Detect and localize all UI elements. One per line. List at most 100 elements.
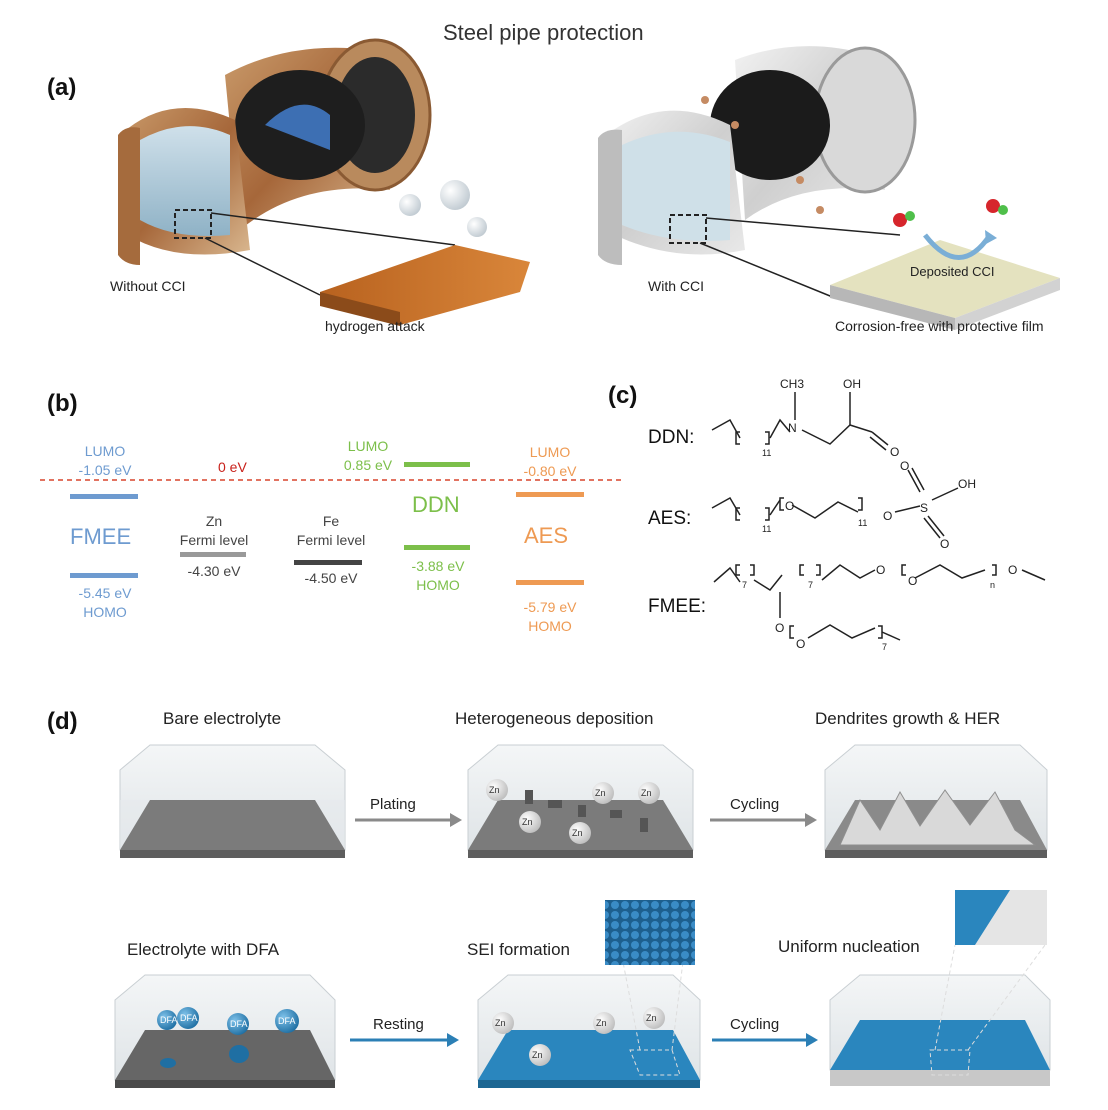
- ddn-methyl: CH3: [780, 377, 804, 391]
- panel-b-label: (b): [47, 390, 78, 417]
- zn-ion-2: Zn: [595, 788, 606, 798]
- rusted-plate: [320, 245, 530, 326]
- zn-fermi-value: -4.30 eV: [187, 563, 241, 579]
- inhibitor-molecule-icon: [893, 199, 1008, 227]
- dfa-2: DFA: [180, 1013, 198, 1023]
- fmee-lumo-label: LUMO-1.05 eV: [78, 443, 132, 478]
- dfa-molecules: DFA DFA DFA DFA: [157, 1007, 299, 1068]
- hydrogen-attack-caption: hydrogen attack: [325, 318, 425, 334]
- zn-ion-b1: Zn: [495, 1018, 506, 1028]
- rust-bubbles: [399, 180, 487, 237]
- zero-energy-line: [40, 479, 625, 481]
- sei-formation-title: SEI formation: [467, 940, 570, 959]
- cell-with-dfa: [114, 974, 336, 1088]
- aes-sub-1: 11: [762, 524, 771, 534]
- fmee-lumo-bar: [70, 494, 138, 499]
- bare-electrolyte-title: Bare electrolyte: [163, 709, 282, 728]
- cell-bare-electrolyte: [119, 744, 346, 858]
- zn-ion-1: Zn: [489, 785, 500, 795]
- ddn-name: DDN: [412, 492, 460, 517]
- zn-ion-b2: Zn: [596, 1018, 607, 1028]
- aes-o-bottom: O: [940, 537, 949, 551]
- fmee-sub-2: 7: [808, 580, 813, 590]
- resting-arrow-label: Resting: [373, 1016, 424, 1033]
- zn-ions-bottom: Zn Zn Zn Zn: [492, 1007, 665, 1066]
- panel-d-illustration: Zn Zn Zn Zn Zn DFA DFA DFA DFA: [114, 744, 1051, 1088]
- cycling-arrow-top: [805, 813, 817, 827]
- dfa-3: DFA: [230, 1019, 248, 1029]
- dfa-4: DFA: [278, 1016, 296, 1026]
- heterogeneous-deposition-title: Heterogeneous deposition: [455, 709, 654, 728]
- cycling-arrow-label-bottom: Cycling: [730, 1016, 780, 1033]
- zn-fermi-bar: [180, 552, 246, 557]
- aes-name: AES: [524, 523, 569, 548]
- resting-arrow: [447, 1033, 459, 1047]
- sei-zoom-inset: [605, 900, 695, 965]
- aes-lumo-bar: [516, 492, 584, 497]
- zn-ion-5: Zn: [572, 828, 583, 838]
- aes-sulfur: S: [920, 501, 928, 515]
- corrosion-free-caption: Corrosion-free with protective film: [835, 318, 1044, 334]
- ddn-lumo-bar: [404, 462, 470, 467]
- ddn-structure-label: DDN:: [648, 427, 695, 448]
- fmee-sub-1: 7: [742, 580, 747, 590]
- zero-ev-label: 0 eV: [218, 459, 247, 475]
- fmee-homo-bar: [70, 573, 138, 578]
- panel-a-label: (a): [47, 74, 77, 101]
- uniform-nucleation-title: Uniform nucleation: [778, 937, 920, 956]
- figure-title: Steel pipe protection: [443, 20, 644, 45]
- panel-a-illustration: [118, 38, 1060, 330]
- aes-structure-label: AES:: [648, 508, 692, 529]
- ddn-homo-bar: [404, 545, 470, 550]
- with-cci-caption: With CCI: [648, 278, 704, 294]
- deposited-cci-label: Deposited CCI: [910, 264, 995, 279]
- fmee-structure-label: FMEE:: [648, 596, 707, 617]
- cell-uniform-nucleation: [829, 890, 1051, 1086]
- aes-lumo-label: LUMO-0.80 eV: [523, 444, 577, 479]
- fe-fermi-value: -4.50 eV: [304, 570, 358, 586]
- electrolyte-with-dfa-title: Electrolyte with DFA: [127, 940, 280, 959]
- ddn-carbonyl-o: O: [890, 445, 899, 459]
- ddn-hydroxyl: OH: [843, 377, 861, 391]
- fmee-o-2: O: [908, 574, 917, 588]
- rusty-pipe: [118, 38, 432, 265]
- zn-ion-b4: Zn: [532, 1050, 543, 1060]
- ddn-subscript: 11: [762, 448, 771, 458]
- aes-sub-2: 11: [858, 518, 867, 528]
- fmee-o-4: O: [775, 621, 784, 635]
- cell-sei-formation: [477, 900, 701, 1088]
- plating-arrow-label: Plating: [370, 796, 416, 813]
- ddn-nitrogen: N: [788, 421, 797, 435]
- coated-plate: [830, 240, 1060, 330]
- cell-dendrites: [824, 744, 1048, 858]
- panel-d-label: (d): [47, 708, 78, 735]
- cycling-arrow-bottom: [806, 1033, 818, 1047]
- without-cci-caption: Without CCI: [110, 278, 186, 294]
- cell-heterogeneous-deposition: [467, 744, 694, 858]
- fmee-sub-3: 7: [882, 642, 887, 652]
- panel-c-label: (c): [608, 382, 638, 409]
- plating-arrow: [450, 813, 462, 827]
- aes-homo-bar: [516, 580, 584, 585]
- aes-link-o: O: [883, 509, 892, 523]
- fmee-o-3: O: [1008, 563, 1017, 577]
- chemical-structures: N CH3 OH O 11 O 11 11 O S O O OH 7 7 O O…: [711, 377, 1046, 652]
- fmee-sub-n: n: [990, 580, 995, 590]
- aes-ether-o: O: [785, 499, 794, 513]
- zn-ion-3: Zn: [641, 788, 652, 798]
- fmee-name: FMEE: [70, 524, 132, 549]
- cycling-arrow-label-top: Cycling: [730, 796, 780, 813]
- fe-fermi-bar: [294, 560, 362, 565]
- fmee-o-5: O: [796, 637, 805, 651]
- zn-ion-4: Zn: [522, 817, 533, 827]
- zn-ion-b3: Zn: [646, 1013, 657, 1023]
- aes-o-top: O: [900, 459, 909, 473]
- fmee-o-1: O: [876, 563, 885, 577]
- zn-ions-top: Zn Zn Zn Zn Zn: [486, 779, 660, 844]
